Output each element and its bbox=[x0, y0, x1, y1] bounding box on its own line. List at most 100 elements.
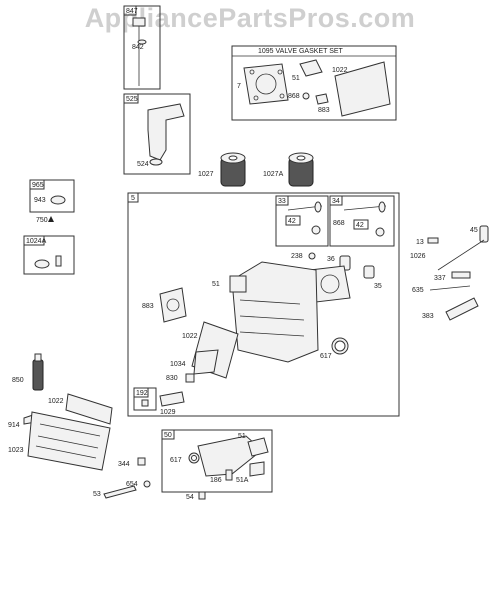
cover-gasket-1022 bbox=[65, 393, 113, 425]
label-1026: 1026 bbox=[410, 253, 426, 260]
oil-filter-1027: 1027 bbox=[198, 152, 246, 187]
label-1022-cover: 1022 bbox=[48, 398, 64, 405]
breather-pin bbox=[55, 255, 62, 267]
group-tag-847: 847 bbox=[126, 8, 138, 15]
seal-ring bbox=[149, 158, 163, 166]
label-617-manifold: 617 bbox=[170, 457, 182, 464]
label-830: 830 bbox=[166, 375, 178, 382]
fastener-13 bbox=[427, 237, 439, 244]
screw-830 bbox=[185, 373, 195, 383]
label-868-34: 868 bbox=[333, 220, 345, 227]
label-635: 635 bbox=[412, 287, 424, 294]
group-tag-5: 5 bbox=[131, 195, 135, 202]
label-13: 13 bbox=[416, 239, 424, 246]
label-54: 54 bbox=[186, 494, 194, 501]
washer-943 bbox=[50, 195, 66, 205]
label-7-set: 7 bbox=[237, 83, 241, 90]
rod-1026 bbox=[437, 239, 485, 271]
valve-set-title: 1095 VALVE GASKET SET bbox=[258, 48, 344, 55]
label-943: 943 bbox=[34, 197, 46, 204]
label-850: 850 bbox=[12, 377, 24, 384]
label-383: 383 bbox=[422, 313, 434, 320]
label-186: 186 bbox=[210, 477, 222, 484]
intake-gasket bbox=[299, 59, 323, 77]
group-tag-50: 50 bbox=[164, 432, 172, 439]
label-1022-head: 1022 bbox=[182, 333, 198, 340]
label-883-head: 883 bbox=[142, 303, 154, 310]
label-617-head: 617 bbox=[320, 353, 332, 360]
group-50: 50 617 51 186 51A 54 bbox=[161, 429, 273, 501]
oil-filter-1027a: 1027A bbox=[263, 152, 314, 187]
valve-cover-gasket bbox=[334, 61, 391, 117]
group-tag-965: 965 bbox=[32, 182, 44, 189]
label-53: 53 bbox=[93, 491, 101, 498]
group-tag-1024a: 1024A bbox=[26, 238, 47, 245]
label-51a: 51A bbox=[236, 477, 249, 484]
group-5: 5 33 42 34 868 42 238 36 bbox=[127, 192, 400, 417]
label-1023: 1023 bbox=[8, 447, 24, 454]
group-525: 525 524 bbox=[123, 93, 191, 175]
group-tag-34: 34 bbox=[332, 198, 340, 205]
breather-tube bbox=[159, 391, 185, 407]
breather-valve bbox=[34, 259, 50, 269]
screw-54 bbox=[198, 491, 206, 500]
label-51-manifold: 51 bbox=[238, 433, 246, 440]
group-tag-525: 525 bbox=[126, 96, 138, 103]
label-36: 36 bbox=[327, 256, 335, 263]
sealant-icon bbox=[48, 216, 54, 222]
group-valve-gasket-set: 1095 VALVE GASKET SET 7 51 1022 868 883 bbox=[231, 45, 397, 121]
group-tag-192: 192 bbox=[136, 390, 148, 397]
fastener-344 bbox=[137, 457, 146, 466]
label-35: 35 bbox=[374, 283, 382, 290]
group-tag-42b: 42 bbox=[356, 222, 364, 229]
head-gasket bbox=[243, 63, 289, 105]
intake-port bbox=[229, 275, 247, 293]
label-51-head: 51 bbox=[212, 281, 220, 288]
valve-spring-b bbox=[363, 265, 375, 279]
label-45: 45 bbox=[470, 227, 478, 234]
label-1022-set: 1022 bbox=[332, 67, 348, 74]
label-524: 524 bbox=[137, 161, 149, 168]
label-1029: 1029 bbox=[160, 409, 176, 416]
gasket-51a bbox=[249, 461, 265, 477]
sealant-cap bbox=[34, 353, 42, 362]
exhaust-gasket bbox=[315, 93, 329, 105]
cylinder-head bbox=[231, 261, 319, 363]
group-tag-42a: 42 bbox=[288, 218, 296, 225]
group-1024a: 1024A bbox=[23, 235, 75, 275]
breather-plate bbox=[193, 349, 219, 375]
label-51-set: 51 bbox=[292, 75, 300, 82]
group-965: 965 943 750 bbox=[29, 179, 75, 224]
intake-manifold bbox=[197, 435, 263, 477]
label-750: 750 bbox=[36, 217, 48, 224]
o-ring bbox=[137, 39, 147, 45]
spark-plug bbox=[451, 271, 471, 279]
valve-cover-area: 850 1022 914 1023 bbox=[8, 353, 113, 471]
group-tag-33: 33 bbox=[278, 198, 286, 205]
label-914: 914 bbox=[8, 422, 20, 429]
label-337: 337 bbox=[434, 275, 446, 282]
sealant-tube bbox=[32, 359, 44, 391]
manifold-gasket bbox=[247, 437, 269, 457]
oil-fill-tube bbox=[147, 103, 185, 161]
exhaust-gasket-main bbox=[159, 287, 187, 323]
dipstick-cap bbox=[132, 17, 146, 27]
label-842: 842 bbox=[132, 44, 144, 51]
label-344: 344 bbox=[118, 461, 130, 468]
bolt-53 bbox=[103, 485, 137, 499]
label-1034: 1034 bbox=[170, 361, 186, 368]
valve-cover bbox=[27, 411, 111, 471]
right-parts: 13 45 1026 337 635 383 bbox=[410, 225, 489, 321]
wire-635 bbox=[429, 285, 471, 291]
bottom-small-parts: 344 654 53 bbox=[93, 457, 151, 499]
group-847: 847 842 bbox=[123, 5, 161, 90]
part-45 bbox=[479, 225, 489, 243]
label-1027a: 1027A bbox=[263, 171, 284, 178]
label-883-set: 883 bbox=[318, 107, 330, 114]
washer-654 bbox=[143, 480, 151, 488]
label-238: 238 bbox=[291, 253, 303, 260]
label-654: 654 bbox=[126, 481, 138, 488]
label-868-set: 868 bbox=[288, 93, 300, 100]
